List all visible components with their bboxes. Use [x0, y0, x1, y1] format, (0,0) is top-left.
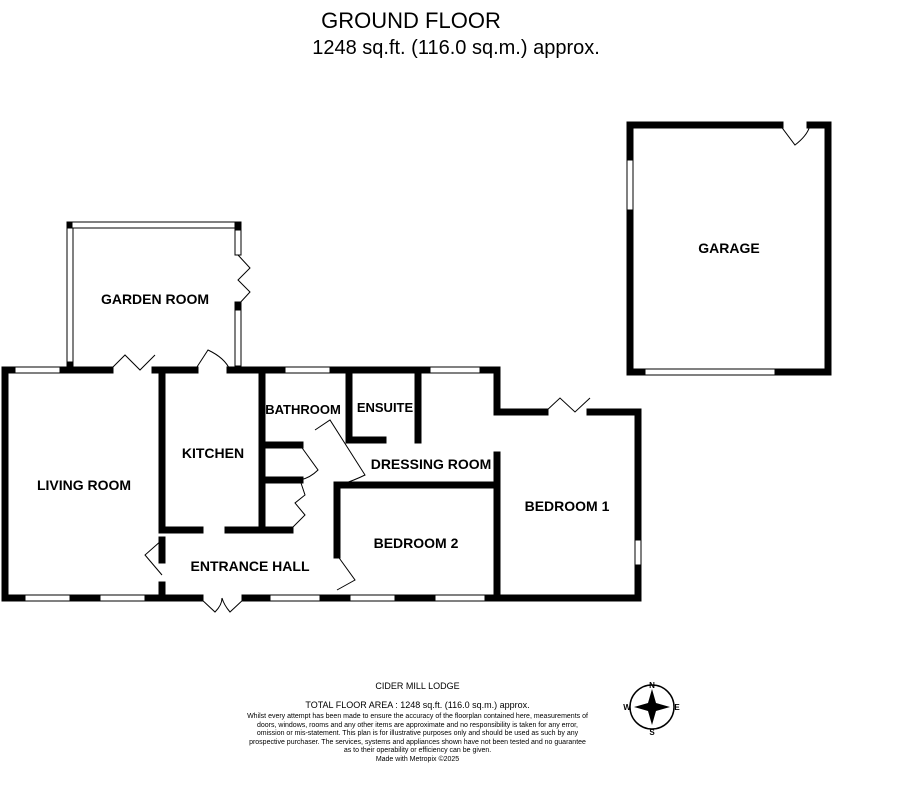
compass-w: W — [623, 703, 631, 712]
room-label-garden-room: GARDEN ROOM — [101, 291, 209, 307]
doors — [109, 124, 811, 613]
windows — [14, 159, 776, 602]
room-label-bedroom-1: BEDROOM 1 — [525, 498, 610, 514]
property-name: CIDER MILL LODGE — [375, 681, 460, 691]
floor-area: 1248 sq.ft. (116.0 sq.m.) approx. — [312, 37, 600, 59]
compass-n: N — [649, 681, 655, 690]
room-label-bathroom: BATHROOM — [265, 402, 341, 417]
room-label-bedroom-2: BEDROOM 2 — [374, 535, 459, 551]
compass-e: E — [674, 703, 680, 712]
room-label-dressing-room: DRESSING ROOM — [371, 456, 492, 472]
compass-icon: N S E W — [623, 681, 680, 737]
walls — [1, 121, 832, 602]
room-label-garage: GARAGE — [698, 240, 759, 256]
room-label-entrance-hall: ENTRANCE HALL — [191, 558, 310, 574]
room-label-ensuite: ENSUITE — [357, 400, 414, 415]
disclaimer: Whilst every attempt has been made to en… — [245, 713, 590, 764]
floor-title: GROUND FLOOR — [321, 8, 501, 33]
credit: Made with Metropix ©2025 — [375, 755, 460, 763]
total-floor-area: TOTAL FLOOR AREA : 1248 sq.ft. (116.0 sq… — [305, 700, 530, 710]
disclaimer-text: Whilst every attempt has been made to en… — [247, 713, 588, 754]
room-label-living-room: LIVING ROOM — [37, 477, 131, 493]
room-label-kitchen: KITCHEN — [182, 445, 244, 461]
compass-s: S — [649, 728, 655, 737]
